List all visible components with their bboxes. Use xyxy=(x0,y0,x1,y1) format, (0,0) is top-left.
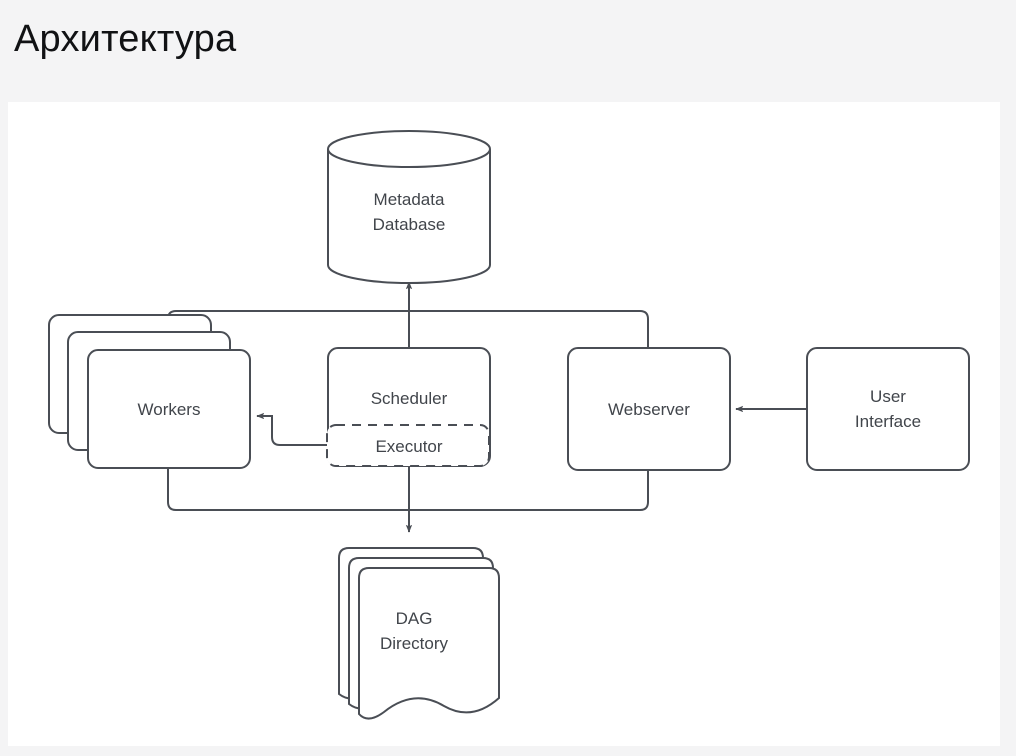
user-interface-label-line2: Interface xyxy=(855,412,921,431)
edge-webserver-to-metadata xyxy=(409,310,649,348)
cylinder-top xyxy=(327,130,491,168)
metadata-database-label-line1: Metadata xyxy=(374,190,445,209)
node-workers[interactable] xyxy=(48,314,251,469)
node-dag-directory[interactable] xyxy=(338,547,500,720)
webserver-box xyxy=(567,347,731,471)
dag-directory-label-line2: Directory xyxy=(380,634,449,653)
architecture-diagram: Metadata Database Workers Scheduler Exec… xyxy=(48,130,970,720)
node-user-interface[interactable] xyxy=(806,347,970,471)
cylinder-body xyxy=(327,149,491,284)
edge-webserver-to-dag xyxy=(409,470,649,511)
metadata-database-label-line2: Database xyxy=(373,215,446,234)
user-interface-label-line1: User xyxy=(870,387,906,406)
edge-workers-to-dag xyxy=(167,468,409,511)
scheduler-label: Scheduler xyxy=(371,389,448,408)
dag-directory-label-line1: DAG xyxy=(396,609,433,628)
workers-card-front xyxy=(87,349,251,469)
diagram-canvas: Metadata Database Workers Scheduler Exec… xyxy=(8,102,1000,746)
executor-box xyxy=(326,424,490,467)
user-interface-box xyxy=(806,347,970,471)
workers-label: Workers xyxy=(138,400,201,419)
executor-label: Executor xyxy=(375,437,442,456)
dag-doc-front xyxy=(358,567,500,720)
webserver-label: Webserver xyxy=(608,400,690,419)
page-title: Архитектура xyxy=(14,18,237,60)
node-executor[interactable] xyxy=(326,424,490,467)
node-metadata-database[interactable] xyxy=(327,130,491,284)
edge-executor-to-workers xyxy=(256,412,327,446)
node-webserver[interactable] xyxy=(567,347,731,471)
